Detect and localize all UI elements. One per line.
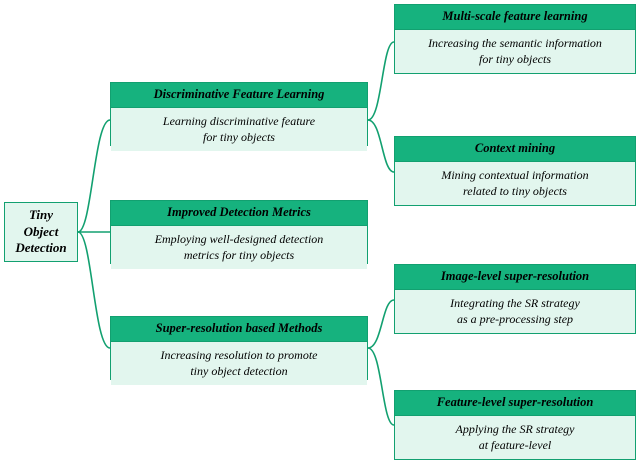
leaf-node-multi-scale-feature-learning[interactable]: Multi-scale feature learning Increasing …: [394, 4, 636, 74]
leaf-node-title: Multi-scale feature learning: [395, 5, 635, 30]
leaf-node-feature-level-super-resolution[interactable]: Feature-level super-resolution Applying …: [394, 390, 636, 460]
branch-node-title: Discriminative Feature Learning: [111, 83, 367, 108]
branch-node-description: Increasing resolution to promote tiny ob…: [111, 341, 367, 385]
branch-node-discriminative-feature-learning[interactable]: Discriminative Feature Learning Learning…: [110, 82, 368, 151]
leaf-node-description: Increasing the semantic information for …: [395, 29, 635, 73]
leaf-node-description: Mining contextual information related to…: [395, 161, 635, 205]
leaf-node-description: Integrating the SR strategy as a pre-pro…: [395, 289, 635, 333]
branch-node-description: Learning discriminative feature for tiny…: [111, 107, 367, 151]
branch-node-improved-detection-metrics[interactable]: Improved Detection Metrics Employing wel…: [110, 200, 368, 269]
leaf-node-description: Applying the SR strategy at feature-leve…: [395, 415, 635, 459]
leaf-node-title: Image-level super-resolution: [395, 265, 635, 290]
branch-node-title: Improved Detection Metrics: [111, 201, 367, 226]
leaf-node-context-mining[interactable]: Context mining Mining contextual informa…: [394, 136, 636, 206]
branch-node-title: Super-resolution based Methods: [111, 317, 367, 342]
root-node-label: Tiny Object Detection: [5, 202, 77, 262]
leaf-node-image-level-super-resolution[interactable]: Image-level super-resolution Integrating…: [394, 264, 636, 334]
root-node[interactable]: Tiny Object Detection: [4, 202, 78, 262]
branch-node-super-resolution-based-methods[interactable]: Super-resolution based Methods Increasin…: [110, 316, 368, 385]
branch-node-description: Employing well-designed detection metric…: [111, 225, 367, 269]
leaf-node-title: Context mining: [395, 137, 635, 162]
leaf-node-title: Feature-level super-resolution: [395, 391, 635, 416]
